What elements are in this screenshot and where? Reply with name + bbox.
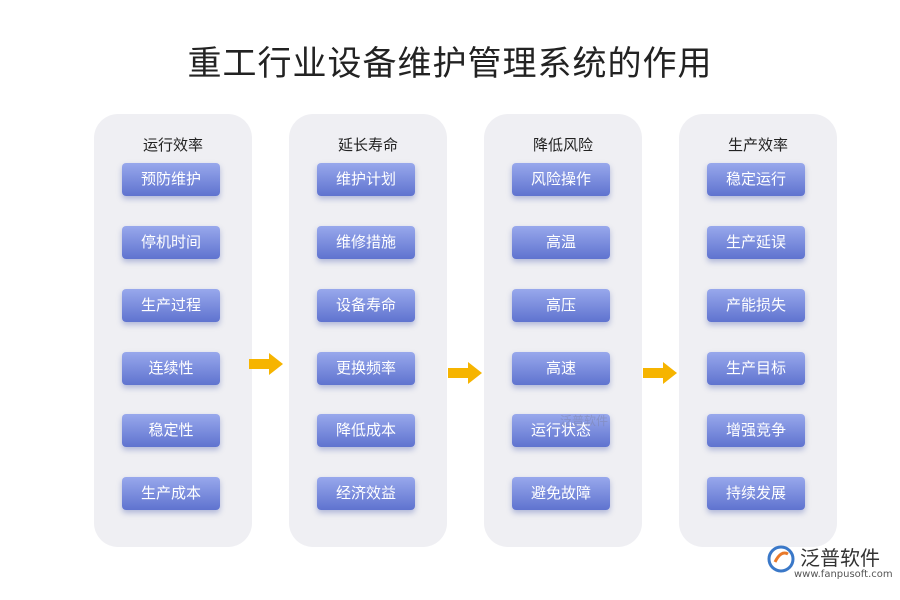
arrow-right-icon bbox=[448, 362, 482, 384]
logo-url: www.fanpusoft.com bbox=[794, 569, 893, 580]
column-reduce-risk: 降低风险 风险操作 高温 高压 高速 运行状态 避免故障 bbox=[484, 114, 642, 547]
item-box: 风险操作 bbox=[512, 163, 610, 196]
item-box: 生产成本 bbox=[122, 477, 220, 510]
item-box: 预防维护 bbox=[122, 163, 220, 196]
item-box: 设备寿命 bbox=[317, 289, 415, 322]
item-box: 维护计划 bbox=[317, 163, 415, 196]
item-box: 产能损失 bbox=[707, 289, 805, 322]
item-box: 稳定运行 bbox=[707, 163, 805, 196]
item-box: 持续发展 bbox=[707, 477, 805, 510]
column-production-efficiency: 生产效率 稳定运行 生产延误 产能损失 生产目标 增强竞争 持续发展 bbox=[679, 114, 837, 547]
arrow-right-icon bbox=[249, 353, 283, 375]
brand-logo: 泛普软件 www.fanpusoft.com bbox=[766, 544, 893, 586]
item-box: 连续性 bbox=[122, 352, 220, 385]
item-box: 降低成本 bbox=[317, 414, 415, 447]
item-box: 运行状态 bbox=[512, 414, 610, 447]
column-title: 运行效率 bbox=[142, 136, 203, 154]
column-title: 降低风险 bbox=[532, 136, 593, 154]
column-extend-life: 延长寿命 维护计划 维修措施 设备寿命 更换频率 降低成本 经济效益 bbox=[289, 114, 447, 547]
item-box: 生产目标 bbox=[707, 352, 805, 385]
item-box: 高速 bbox=[512, 352, 610, 385]
watermark: 泛普软件 bbox=[560, 414, 609, 428]
item-box: 生产延误 bbox=[707, 226, 805, 259]
item-box: 高压 bbox=[512, 289, 610, 322]
column-operation-efficiency: 运行效率 预防维护 停机时间 生产过程 连续性 稳定性 生产成本 bbox=[94, 114, 252, 547]
item-box: 更换频率 bbox=[317, 352, 415, 385]
column-title: 延长寿命 bbox=[337, 136, 398, 154]
item-box: 稳定性 bbox=[122, 414, 220, 447]
logo-name: 泛普软件 bbox=[800, 546, 880, 570]
arrow-right-icon bbox=[643, 362, 677, 384]
item-box: 停机时间 bbox=[122, 226, 220, 259]
item-box: 高温 bbox=[512, 226, 610, 259]
item-box: 避免故障 bbox=[512, 477, 610, 510]
column-title: 生产效率 bbox=[727, 136, 788, 154]
item-box: 增强竞争 bbox=[707, 414, 805, 447]
item-box: 生产过程 bbox=[122, 289, 220, 322]
page-title: 重工行业设备维护管理系统的作用 bbox=[187, 44, 713, 84]
logo-mark-icon bbox=[767, 545, 795, 573]
item-box: 经济效益 bbox=[317, 477, 415, 510]
item-box: 维修措施 bbox=[317, 226, 415, 259]
